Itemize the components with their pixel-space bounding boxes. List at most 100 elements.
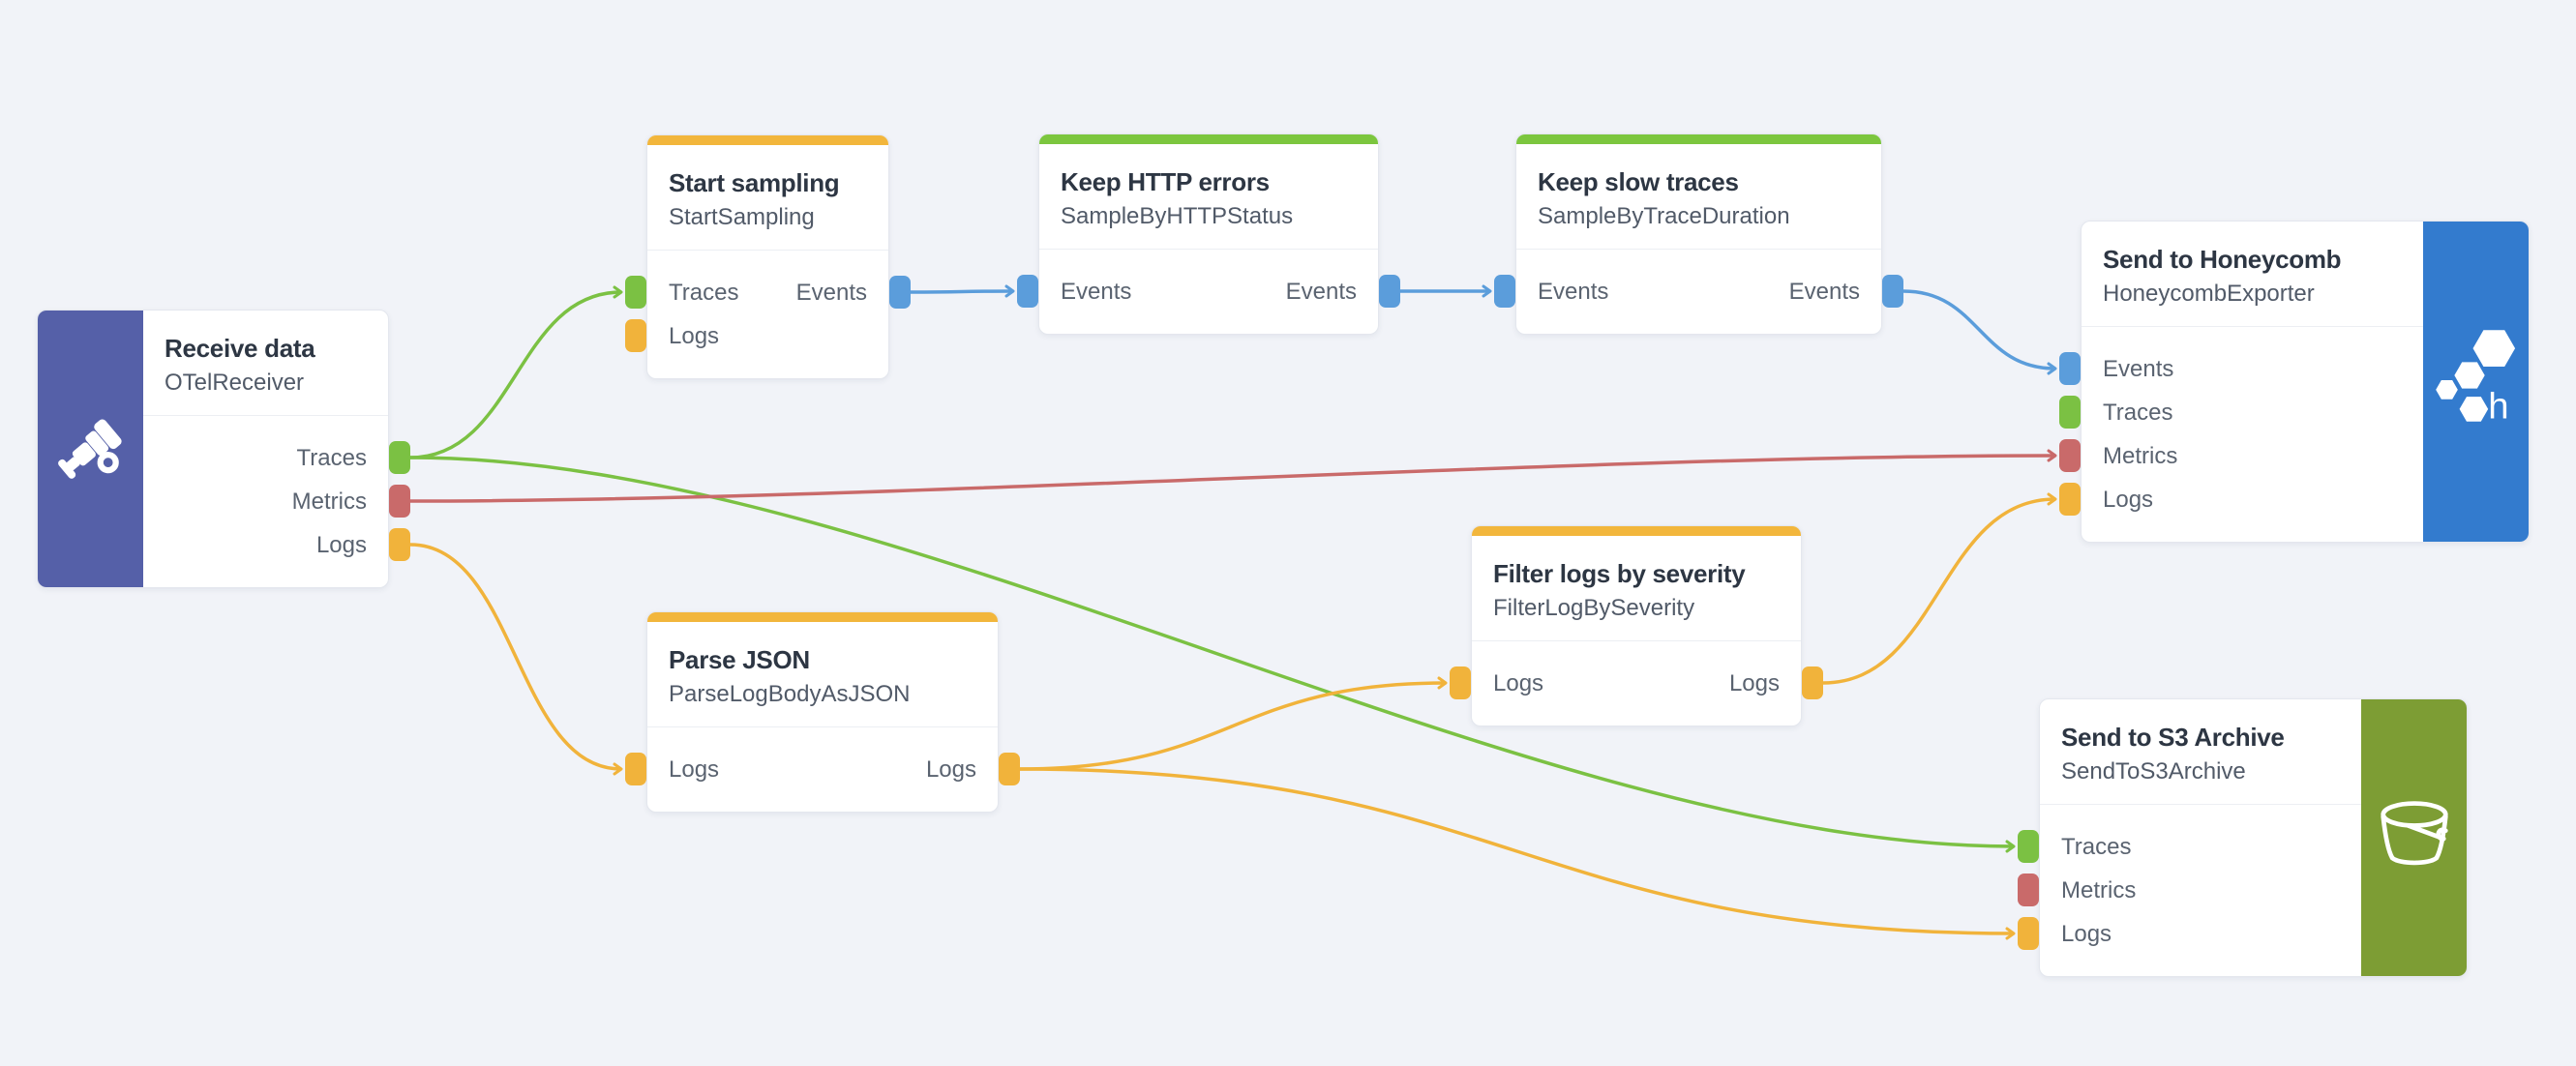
edge-parse-json-logs-to-send-to-s3-archive-logs[interactable] bbox=[1019, 767, 2016, 940]
edge-receive-data-logs-to-parse-json-logs[interactable] bbox=[409, 543, 623, 776]
node-body: Send to Honeycomb HoneycombExporter Even… bbox=[2059, 222, 2423, 542]
input-port-label: Logs bbox=[669, 322, 720, 349]
traces-input-port[interactable] bbox=[2059, 396, 2081, 429]
port-row: Metrics bbox=[2059, 434, 2423, 478]
node-body: Keep HTTP errors SampleByHTTPStatus Even… bbox=[1017, 134, 1400, 334]
icon-panel bbox=[38, 311, 143, 587]
node-keep-http-errors[interactable]: Keep HTTP errors SampleByHTTPStatus Even… bbox=[1017, 133, 1400, 335]
icon-panel bbox=[2361, 699, 2467, 976]
node-send-to-honeycomb[interactable]: Send to Honeycomb HoneycombExporter Even… bbox=[2059, 221, 2530, 543]
edge-receive-data-traces-to-start-sampling-traces[interactable] bbox=[409, 285, 623, 459]
edge-parse-json-logs-to-filter-logs-by-severity-logs[interactable] bbox=[1019, 676, 1448, 771]
logs-input-port[interactable] bbox=[1450, 666, 1471, 699]
node-header: Receive data OTelReceiver bbox=[143, 311, 388, 415]
logs-output-port[interactable] bbox=[389, 528, 410, 561]
accent-bar bbox=[1472, 526, 1801, 536]
events-output-port[interactable] bbox=[1882, 275, 1903, 308]
input-port-label: Metrics bbox=[2061, 876, 2137, 903]
node-header: Start sampling StartSampling bbox=[647, 145, 888, 250]
events-input-port[interactable] bbox=[1017, 275, 1038, 308]
input-port-label: Traces bbox=[2061, 833, 2132, 860]
input-port-label: Events bbox=[1061, 278, 1132, 305]
port-row: Metrics bbox=[2018, 869, 2361, 912]
node-header: Send to Honeycomb HoneycombExporter bbox=[2082, 222, 2423, 326]
logs-input-port[interactable] bbox=[625, 319, 646, 352]
node-title: Send to S3 Archive bbox=[2061, 723, 2285, 752]
node-title: Send to Honeycomb bbox=[2103, 245, 2342, 274]
port-row: Traces bbox=[2018, 825, 2361, 869]
port-row: Events bbox=[2059, 347, 2423, 391]
node-subtitle: OTelReceiver bbox=[165, 370, 305, 396]
logs-input-port[interactable] bbox=[2059, 483, 2081, 516]
events-input-port[interactable] bbox=[2059, 352, 2081, 385]
node-body: Send to S3 Archive SendToS3Archive Trace… bbox=[2018, 699, 2361, 976]
node-subtitle: FilterLogBySeverity bbox=[1493, 595, 1695, 621]
port-row: Logs bbox=[2059, 478, 2423, 521]
logs-input-port[interactable] bbox=[2018, 917, 2039, 950]
node-subtitle: ParseLogBodyAsJSON bbox=[669, 681, 911, 707]
traces-input-port[interactable] bbox=[625, 276, 646, 309]
node-subtitle: SampleByHTTPStatus bbox=[1061, 203, 1294, 229]
edge-filter-logs-by-severity-logs-to-send-to-honeycomb-logs[interactable] bbox=[1822, 492, 2057, 685]
port-row: Traces bbox=[143, 436, 410, 480]
node-title: Keep slow traces bbox=[1538, 167, 1739, 196]
port-row: Logs bbox=[143, 523, 410, 567]
logs-output-port[interactable] bbox=[999, 753, 1020, 785]
accent-bar bbox=[647, 135, 888, 145]
metrics-input-port[interactable] bbox=[2018, 874, 2039, 906]
node-header: Keep slow traces SampleByTraceDuration bbox=[1516, 144, 1881, 249]
port-row: Logs bbox=[2018, 912, 2361, 956]
events-input-port[interactable] bbox=[1494, 275, 1515, 308]
traces-output-port[interactable] bbox=[389, 441, 410, 474]
port-row: Traces bbox=[2059, 391, 2423, 434]
svg-text:h: h bbox=[2488, 385, 2508, 427]
node-send-to-s3-archive[interactable]: Send to S3 Archive SendToS3Archive Trace… bbox=[2018, 698, 2468, 977]
input-port-label: Events bbox=[1538, 278, 1609, 305]
node-header: Send to S3 Archive SendToS3Archive bbox=[2040, 699, 2361, 804]
edge-receive-data-traces-to-send-to-s3-archive-traces[interactable] bbox=[409, 456, 2016, 853]
node-keep-slow-traces[interactable]: Keep slow traces SampleByTraceDuration E… bbox=[1494, 133, 1903, 335]
honeycomb-icon: h bbox=[2435, 329, 2515, 427]
logs-input-port[interactable] bbox=[625, 753, 646, 785]
accent-bar bbox=[1039, 134, 1378, 144]
edge-keep-slow-traces-events-to-send-to-honeycomb-events[interactable] bbox=[1902, 289, 2057, 375]
input-port-label: Logs bbox=[2061, 920, 2112, 947]
output-port-label: Logs bbox=[315, 531, 367, 558]
traces-input-port[interactable] bbox=[2018, 830, 2039, 863]
node-subtitle: StartSampling bbox=[669, 204, 815, 230]
node-title: Parse JSON bbox=[669, 645, 810, 674]
events-output-port[interactable] bbox=[1379, 275, 1400, 308]
output-port-label: Logs bbox=[1728, 669, 1780, 696]
input-port-label: Traces bbox=[2103, 399, 2173, 426]
logs-output-port[interactable] bbox=[1802, 666, 1823, 699]
edge-start-sampling-events-to-keep-http-errors-events[interactable] bbox=[910, 284, 1015, 298]
edge-receive-data-metrics-to-send-to-honeycomb-metrics[interactable] bbox=[409, 449, 2057, 503]
events-output-port[interactable] bbox=[889, 276, 911, 309]
metrics-output-port[interactable] bbox=[389, 485, 410, 518]
accent-bar bbox=[1516, 134, 1881, 144]
input-port-label: Metrics bbox=[2103, 442, 2178, 469]
node-subtitle: SendToS3Archive bbox=[2061, 758, 2246, 785]
metrics-input-port[interactable] bbox=[2059, 439, 2081, 472]
node-filter-logs-by-severity[interactable]: Filter logs by severity FilterLogBySever… bbox=[1450, 525, 1823, 726]
node-title: Keep HTTP errors bbox=[1061, 167, 1270, 196]
port-row: Logs bbox=[625, 314, 888, 358]
bucket-icon bbox=[2380, 801, 2448, 866]
output-port-label: Metrics bbox=[291, 488, 367, 515]
